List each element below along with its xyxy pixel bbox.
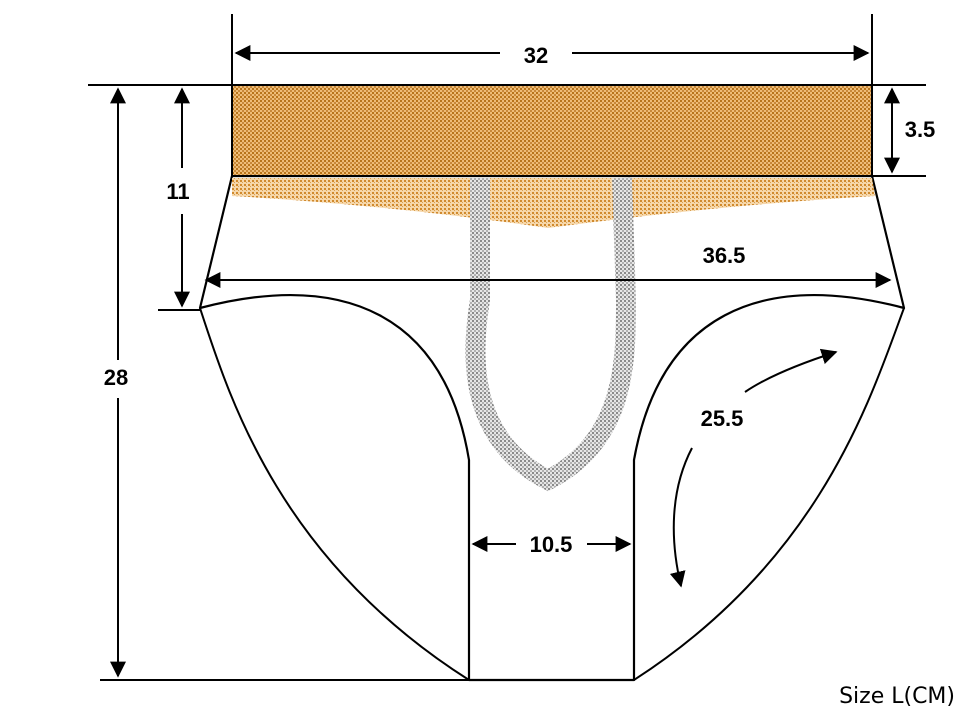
pouch-seam: [465, 177, 637, 492]
waistband-height-label: 3.5: [905, 117, 936, 142]
waistband: [231, 84, 873, 177]
right-leg-opening: [633, 307, 905, 681]
dim-leg-upper-arrow: [744, 348, 838, 393]
crotch-width-label: 10.5: [530, 532, 573, 557]
waist-top-width-label: 32: [524, 43, 548, 68]
front-band: [232, 178, 875, 228]
dim-leg-lower-arrow: [669, 447, 693, 588]
leg-opening-label: 25.5: [701, 406, 744, 431]
hip-width-label: 36.5: [703, 243, 746, 268]
garment-body: [198, 174, 906, 682]
left-leg-opening: [199, 307, 470, 681]
total-height-label: 28: [104, 365, 128, 390]
size-note: Size L(CM): [839, 684, 955, 709]
rise-height-label: 11: [166, 179, 189, 204]
